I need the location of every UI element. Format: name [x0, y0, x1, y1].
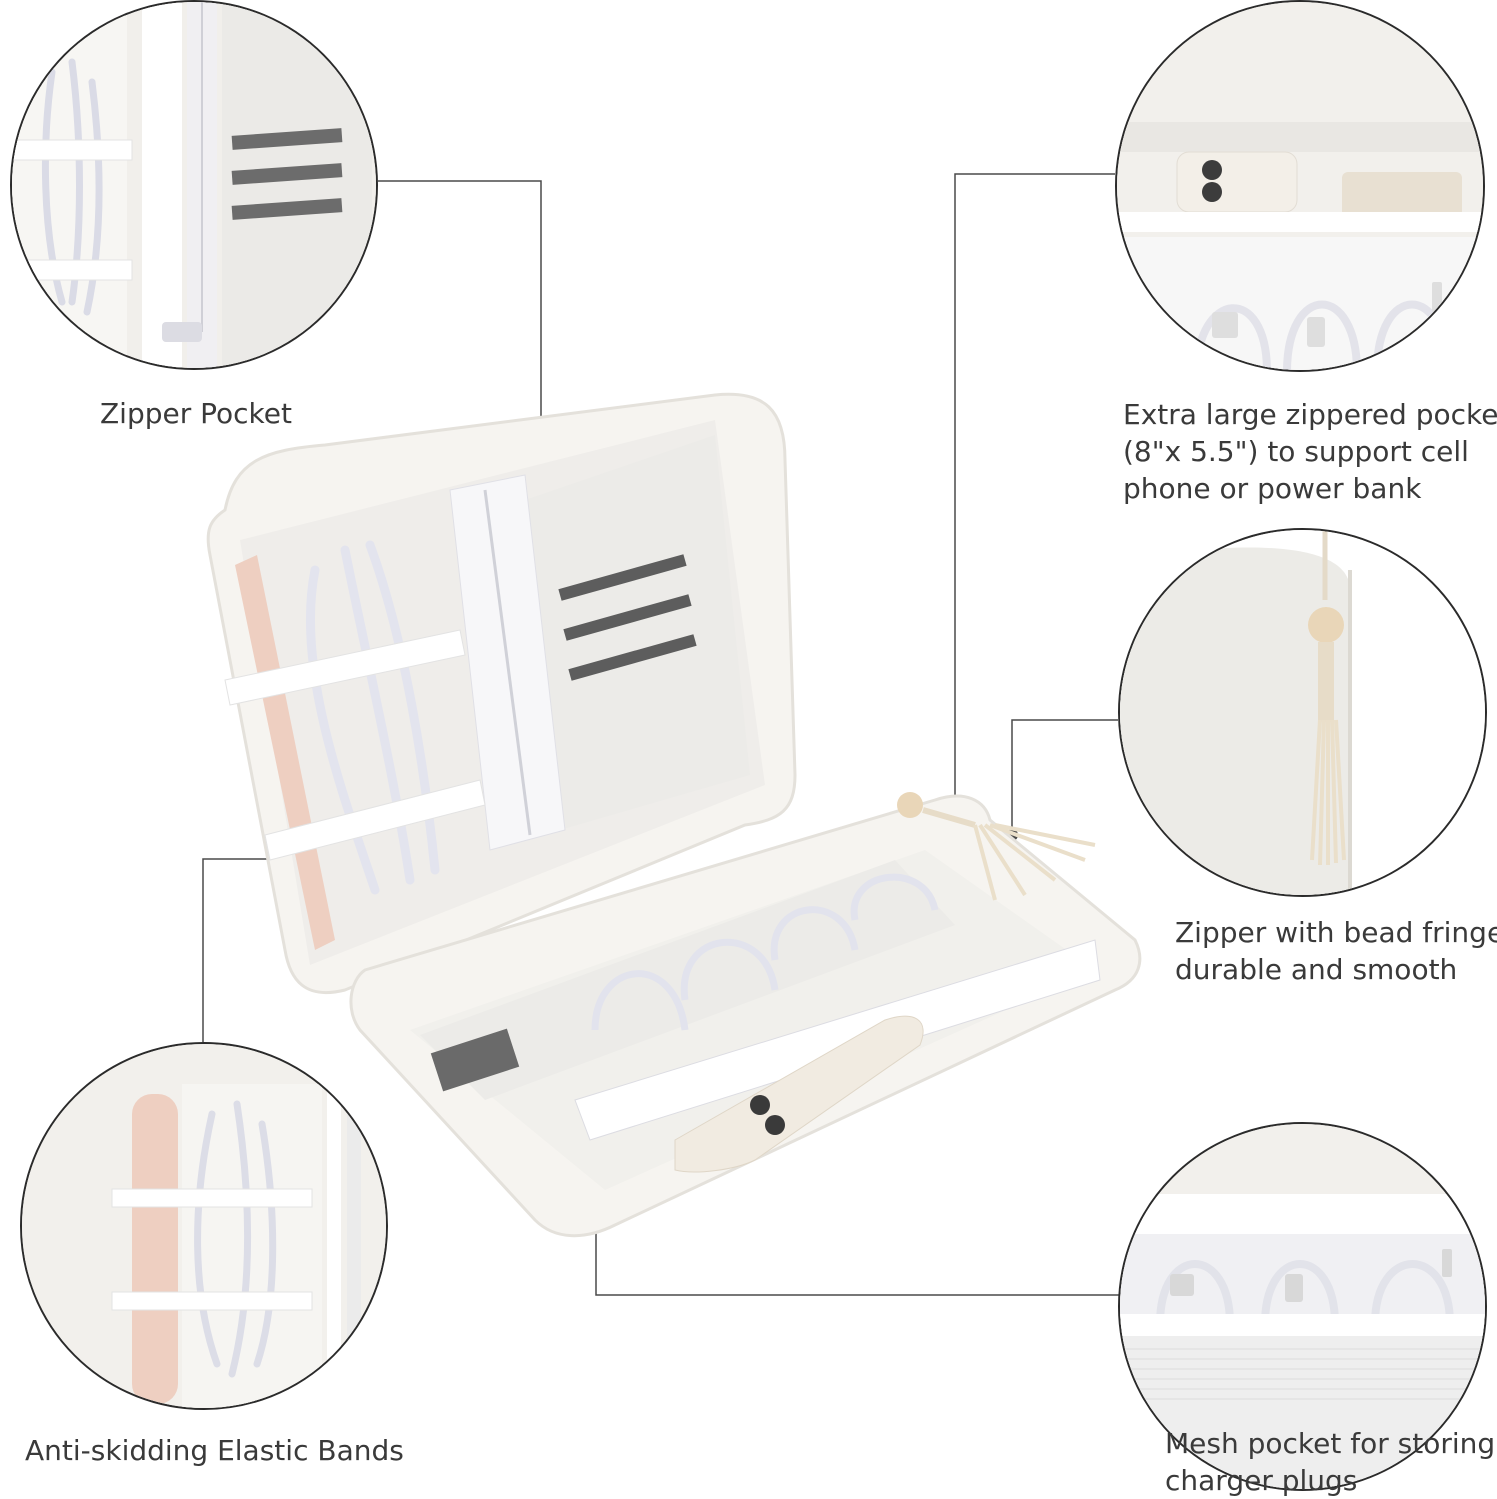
leader-line-zipper-pocket	[378, 180, 542, 532]
caption-large-pocket-line1: Extra large zippered pocket	[1123, 398, 1497, 431]
leader-line-large-pocket	[954, 173, 1115, 985]
cable-organizer-case	[206, 392, 1142, 1238]
caption-zipper-fringe: Zipper with bead fringe, durable and smo…	[1175, 914, 1497, 988]
caption-large-pocket-line3: phone or power bank	[1123, 472, 1422, 505]
elastic-bands-closeup	[20, 1042, 388, 1410]
large-pocket-closeup	[1115, 0, 1485, 372]
zipper-fringe-closeup	[1118, 528, 1487, 897]
caption-zipper-fringe-line1: Zipper with bead fringe,	[1175, 916, 1497, 949]
caption-mesh-pocket-line1: Mesh pocket for storing	[1165, 1427, 1496, 1460]
zipper-pocket-closeup	[10, 0, 378, 370]
leader-line-zipper-fringe	[1011, 719, 1118, 835]
caption-zipper-fringe-line2: durable and smooth	[1175, 953, 1458, 986]
mesh-pocket-closeup	[1118, 1122, 1487, 1491]
caption-large-pocket-line2: (8"x 5.5") to support cell	[1123, 435, 1469, 468]
caption-zipper-pocket: Zipper Pocket	[100, 397, 292, 430]
caption-mesh-pocket-line2: charger plugs	[1165, 1464, 1358, 1497]
caption-mesh-pocket: Mesh pocket for storing charger plugs	[1165, 1425, 1495, 1499]
caption-elastic-bands: Anti-skidding Elastic Bands	[25, 1434, 404, 1467]
caption-large-pocket: Extra large zippered pocket (8"x 5.5") t…	[1123, 396, 1497, 507]
